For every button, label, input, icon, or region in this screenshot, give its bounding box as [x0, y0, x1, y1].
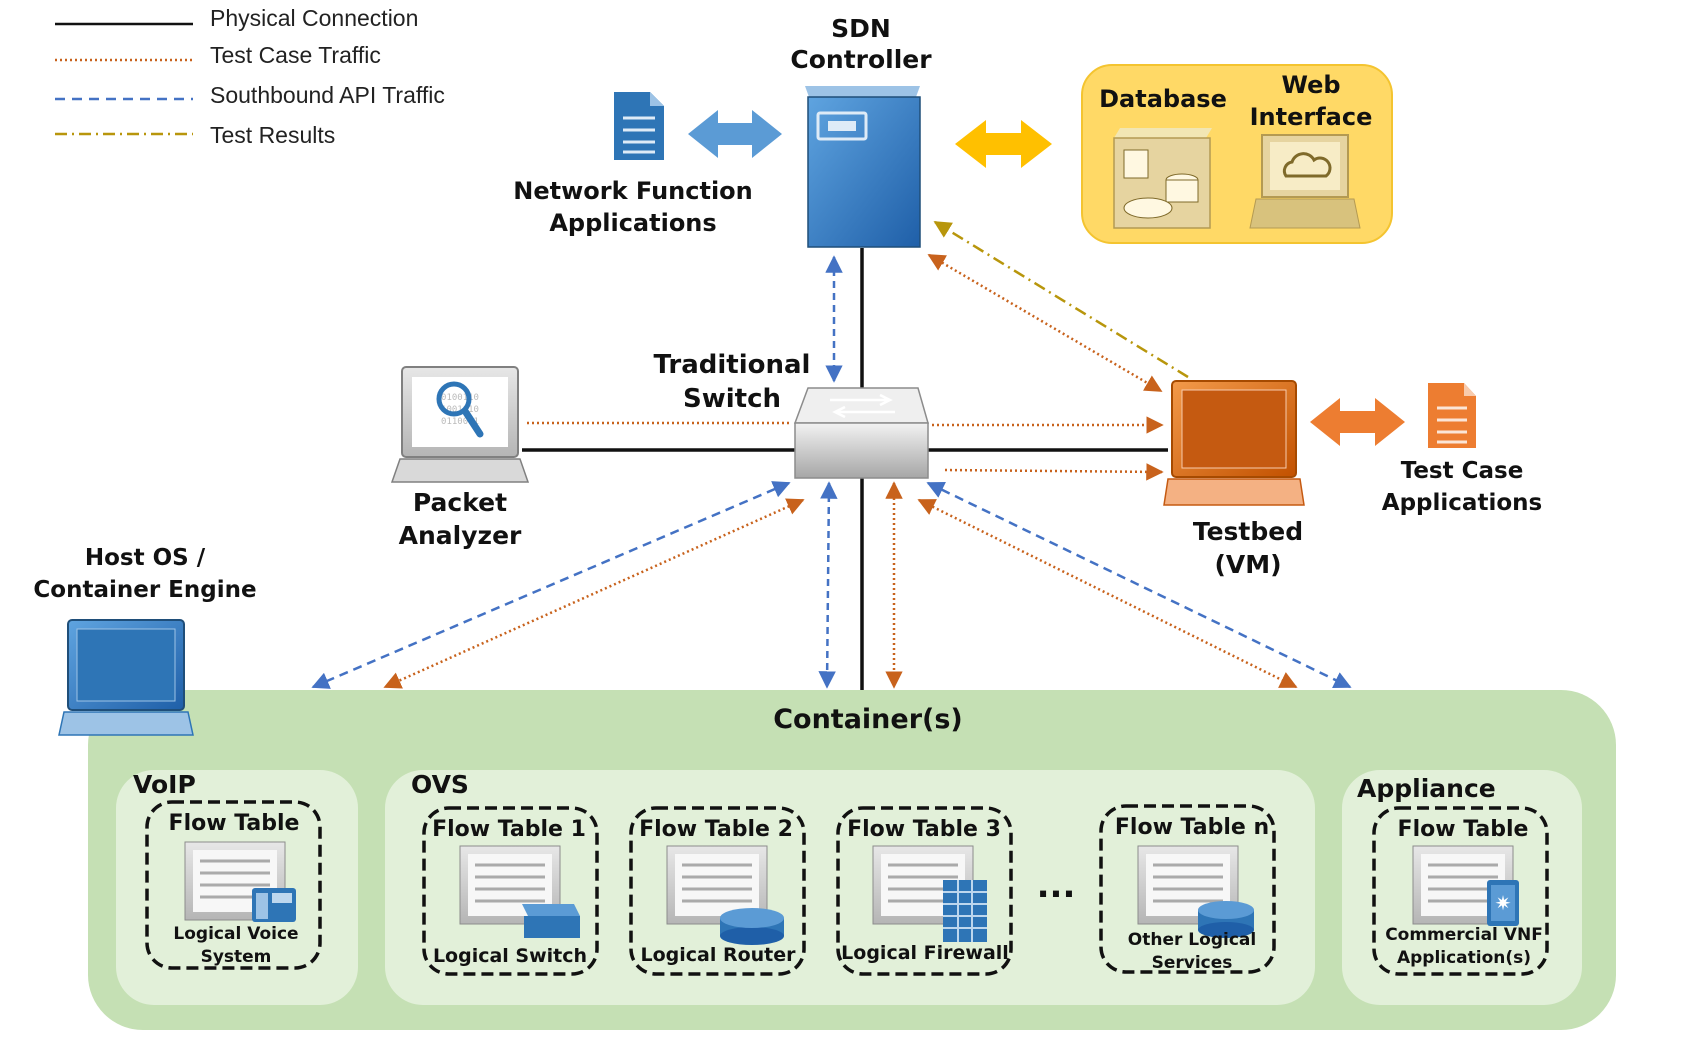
voip-title: VoIP — [133, 770, 196, 799]
traditional-switch-label-line2: Switch — [683, 384, 781, 414]
flow-table-doc-icon — [872, 845, 974, 925]
svg-text:1001010: 1001010 — [441, 405, 479, 415]
test-case-voip — [383, 498, 805, 689]
southbound-ovs — [818, 481, 838, 689]
legend-results-label: Test Results — [210, 122, 335, 148]
legend: Physical Connection Test Case Traffic So… — [55, 5, 445, 148]
test-case-doc-icon — [1428, 383, 1476, 448]
appliance-caption-line2: Application(s) — [1397, 948, 1531, 968]
test-results-traffic — [933, 220, 1189, 379]
voip-caption-line2: System — [201, 947, 272, 967]
sdn-controller-label-line1: SDN — [831, 14, 891, 43]
nfa-controller-double-arrow — [688, 110, 782, 158]
network-function-label-line2: Applications — [549, 209, 716, 237]
phone-icon — [252, 888, 296, 922]
ovs-ellipsis: ... — [1037, 866, 1076, 906]
ovs-title: OVS — [411, 770, 469, 799]
testbed-label-line2: (VM) — [1214, 550, 1281, 579]
packet-analyzer-laptop-icon: 0100110 1001010 0110011 — [390, 366, 530, 483]
vnf-appliance-icon: ✷ — [1487, 880, 1519, 926]
database-cylinder-icon — [1198, 901, 1254, 938]
ovs-flow-table-3-cell: Flow Table 3 Logical Firewall — [836, 806, 1013, 976]
appliance-title: Appliance — [1357, 774, 1496, 803]
ovs-panel — [385, 770, 1315, 1005]
traditional-switch-label-line1: Traditional — [654, 350, 811, 380]
voip-flow-table-cell: Flow Table Logical Voice System — [145, 800, 322, 970]
ovs-flow-table-3-label: Flow Table 3 — [847, 817, 1001, 842]
ovs-flow-table-1-cell: Flow Table 1 Logical Switch — [422, 806, 599, 976]
packet-analyzer-label-line1: Packet — [413, 488, 507, 517]
svg-text:✷: ✷ — [1495, 891, 1512, 915]
ovs-flow-table-3-caption: Logical Firewall — [841, 942, 1009, 964]
ovs-flow-table-2-caption: Logical Router — [640, 944, 796, 966]
legend-physical-label: Physical Connection — [210, 5, 418, 31]
ovs-flow-table-n-caption-line2: Services — [1152, 953, 1233, 973]
southbound-voip — [311, 481, 791, 689]
web-interface-label-line2: Interface — [1250, 103, 1373, 131]
test-case-applications-label-line1: Test Case — [1401, 458, 1524, 484]
firewall-icon — [943, 880, 987, 942]
router-icon — [720, 908, 784, 945]
testbed-vm-laptop-icon — [1163, 380, 1305, 506]
ovs-flow-table-n-cell: Flow Table n Other Logical Services — [1099, 804, 1276, 974]
web-interface-label-line1: Web — [1281, 71, 1340, 99]
network-function-doc-icon — [614, 92, 664, 160]
svg-text:0100110: 0100110 — [441, 393, 479, 403]
traditional-switch-icon — [793, 387, 929, 479]
legend-southbound-label: Southbound API Traffic — [210, 82, 445, 108]
test-case-applications-label-line2: Applications — [1382, 490, 1542, 516]
voip-caption-line1: Logical Voice — [173, 924, 298, 944]
database-server-icon — [1113, 128, 1212, 229]
test-case-traffic — [383, 253, 1298, 689]
southbound-appliance — [926, 481, 1352, 689]
svg-text:0110011: 0110011 — [441, 417, 479, 427]
packet-analyzer-label-line2: Analyzer — [399, 521, 522, 550]
ovs-flow-table-1-label: Flow Table 1 — [432, 817, 586, 842]
test-results-testbed-controller — [933, 220, 1189, 379]
sdn-controller-label-line2: Controller — [790, 45, 932, 74]
switch-icon — [522, 904, 580, 938]
host-os-laptop-icon — [58, 619, 194, 736]
container-title: Container(s) — [773, 704, 963, 735]
testbed-applications-double-arrow — [1310, 398, 1405, 446]
legend-test-case-label: Test Case Traffic — [210, 42, 381, 68]
sdn-controller-server-icon — [805, 86, 921, 248]
ovs-flow-table-n-label: Flow Table n — [1115, 815, 1269, 840]
magnifier-icon — [436, 381, 472, 417]
test-case-controller-testbed — [927, 253, 1163, 393]
ovs-flow-table-2-label: Flow Table 2 — [639, 817, 793, 842]
host-os-label-line2: Container Engine — [33, 577, 256, 603]
testbed-label-line1: Testbed — [1193, 517, 1303, 546]
controller-database-double-arrow — [955, 120, 1052, 168]
ovs-flow-table-1-caption: Logical Switch — [433, 945, 587, 967]
web-interface-laptop-icon — [1249, 134, 1361, 229]
physical-connections — [522, 248, 1168, 690]
flow-table-doc-icon — [666, 845, 768, 925]
test-case-switch-testbed-2 — [944, 463, 1164, 481]
ovs-flow-table-n-caption-line1: Other Logical — [1128, 930, 1256, 950]
appliance-flow-table-cell: Flow Table ✷ Commercial VNF Application(… — [1372, 806, 1549, 976]
test-case-appliance — [917, 498, 1298, 689]
database-label: Database — [1099, 85, 1227, 113]
flow-table-doc-icon — [459, 845, 561, 925]
network-function-label-line1: Network Function — [513, 177, 753, 205]
host-os-label-line1: Host OS / — [85, 545, 206, 571]
appliance-caption-line1: Commercial VNF — [1385, 925, 1543, 945]
ovs-flow-table-2-cell: Flow Table 2 Logical Router — [629, 806, 806, 976]
voip-flow-table-label: Flow Table — [169, 811, 300, 836]
appliance-flow-table-label: Flow Table — [1398, 817, 1529, 842]
